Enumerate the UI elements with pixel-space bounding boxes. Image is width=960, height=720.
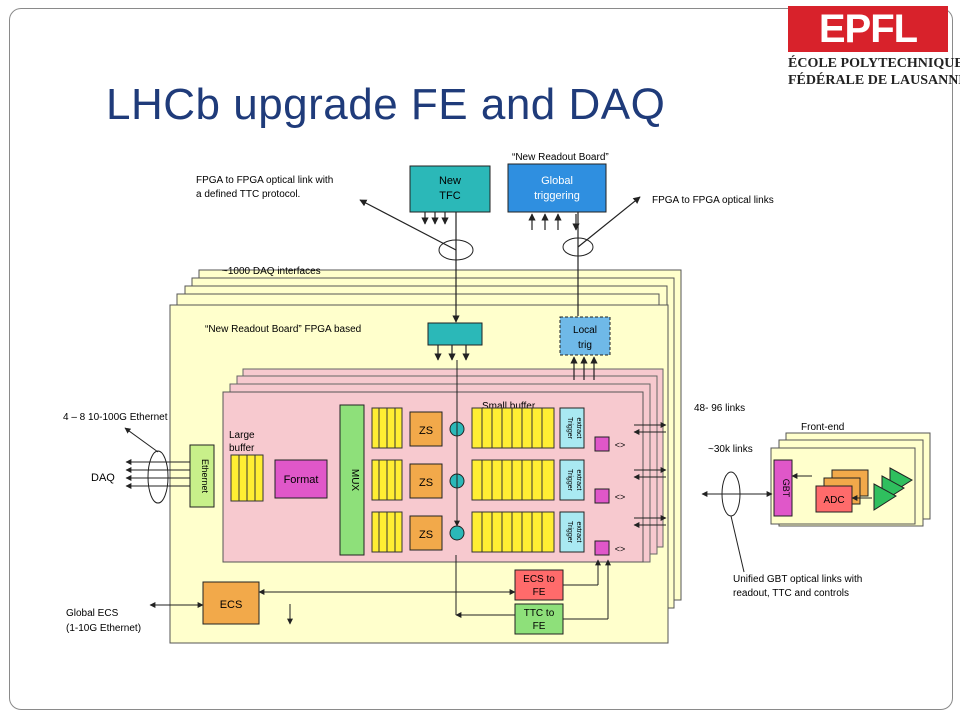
epfl-logo-line2: FÉDÉRALE DE LAUSANNE bbox=[788, 73, 960, 88]
amplifier-triangles bbox=[873, 467, 913, 511]
global-ecs-label-1: Global ECS bbox=[66, 608, 119, 619]
epfl-logo-mark: EPFL bbox=[788, 6, 948, 52]
trigger-extract-label-2a: Trigger bbox=[566, 469, 573, 492]
trigger-extract-label-3b: extract bbox=[575, 521, 582, 542]
front-end-stack bbox=[770, 432, 931, 527]
top-block-arrows bbox=[421, 212, 580, 231]
daq-interfaces-label: ~1000 DAQ interfaces bbox=[222, 266, 321, 277]
daq-fiber-ellipse bbox=[147, 450, 169, 504]
zs-label-2: ZS bbox=[419, 477, 433, 489]
large-buffer-label-2: buffer bbox=[229, 443, 255, 454]
large-buffer-label-1: Large bbox=[229, 430, 255, 441]
links-48-96-label: 48- 96 links bbox=[694, 403, 745, 414]
front-end-label: Front-end bbox=[801, 422, 844, 433]
links-30k-label: ~30k links bbox=[708, 444, 753, 455]
ethernet-speed-label: 4 – 8 10-100G Ethernet bbox=[63, 412, 168, 423]
global-triggering-label-1: Global bbox=[541, 175, 573, 187]
local-trig-label-2: trig bbox=[578, 340, 592, 351]
local-trig-label-1: Local bbox=[573, 325, 597, 336]
ecs-label: ECS bbox=[220, 599, 243, 611]
processing-row-3 bbox=[371, 511, 555, 553]
global-ecs-label-2: (1-10G Ethernet) bbox=[66, 623, 141, 634]
gbt-link-connectors: <> <> <> bbox=[594, 436, 626, 556]
gbt-callout-line bbox=[730, 515, 745, 573]
trigger-extract-label-1a: Trigger bbox=[566, 417, 573, 440]
unified-gbt-label-2: readout, TTC and controls bbox=[733, 588, 849, 599]
readout-board-fpga-label: “New Readout Board” FPGA based bbox=[205, 324, 361, 335]
small-buffer-dividers bbox=[481, 408, 543, 552]
gbt-label: GBT bbox=[781, 479, 791, 498]
trigger-extract-blocks bbox=[559, 407, 585, 553]
trigger-extract-label-1b: extract bbox=[575, 417, 582, 438]
local-trig-arrows bbox=[570, 356, 598, 380]
fpga-links-label: FPGA to FPGA optical links bbox=[652, 195, 774, 206]
slide-title: LHCb upgrade FE and DAQ bbox=[106, 80, 666, 129]
local-trig-block bbox=[559, 316, 611, 356]
zs-label-1: ZS bbox=[419, 425, 433, 437]
vertical-links bbox=[359, 196, 641, 323]
daq-links bbox=[124, 427, 190, 489]
format-block bbox=[274, 459, 328, 499]
processing-row-1 bbox=[371, 407, 555, 449]
large-buffer bbox=[230, 454, 264, 502]
new-readout-board-label: “New Readout Board” bbox=[512, 152, 609, 163]
ttc-to-fe-label-2: FE bbox=[533, 621, 546, 632]
ecs-links bbox=[258, 555, 611, 625]
adc-label: ADC bbox=[823, 495, 844, 506]
ecs-to-fe-label-2: FE bbox=[533, 587, 546, 598]
small-buffer-label: Small buffer bbox=[482, 401, 536, 412]
adc-block bbox=[815, 485, 853, 513]
ethernet-label: Ethernet bbox=[200, 459, 210, 494]
ttc-distribution-arrows bbox=[434, 345, 470, 361]
epfl-logo-line1: ÉCOLE POLYTECHNIQUE bbox=[788, 56, 960, 71]
global-triggering-block bbox=[507, 163, 607, 213]
gbt-block bbox=[773, 459, 793, 517]
epfl-logo: EPFL ÉCOLE POLYTECHNIQUE FÉDÉRALE DE LAU… bbox=[786, 6, 960, 96]
daq-label: DAQ bbox=[91, 472, 115, 484]
new-tfc-block bbox=[409, 165, 491, 213]
ttc-to-fe-label-1: TTC to bbox=[524, 608, 555, 619]
trigger-extract-label-2b: extract bbox=[575, 469, 582, 490]
svg-text:<>: <> bbox=[615, 544, 626, 554]
mux-block bbox=[339, 404, 365, 556]
fpga-link-defined-label-2: a defined TTC protocol. bbox=[196, 189, 300, 200]
ethernet-block bbox=[189, 444, 215, 508]
format-label: Format bbox=[284, 474, 319, 486]
ttc-distribution-block bbox=[427, 322, 483, 346]
front-end-internal-arrows bbox=[791, 473, 872, 501]
svg-text:<>: <> bbox=[615, 440, 626, 450]
zs-block-2 bbox=[409, 463, 443, 499]
fpga-link-defined-label-1: FPGA to FPGA optical link with bbox=[196, 175, 333, 186]
link-arrows-right bbox=[633, 422, 667, 528]
svg-text:<>: <> bbox=[615, 492, 626, 502]
new-tfc-label-2: TFC bbox=[439, 190, 460, 202]
trigger-extract-label-3a: Trigger bbox=[566, 521, 573, 544]
zs-block-3 bbox=[409, 515, 443, 551]
unified-gbt-label-1: Unified GBT optical links with bbox=[733, 574, 862, 585]
zs-label-3: ZS bbox=[419, 529, 433, 541]
ecs-to-fe-label-1: ECS to bbox=[523, 574, 555, 585]
mux-label: MUX bbox=[349, 469, 360, 492]
new-tfc-label-1: New bbox=[439, 175, 461, 187]
ttc-to-fe-block bbox=[514, 603, 564, 635]
global-triggering-label-2: triggering bbox=[534, 190, 580, 202]
processing-row-2 bbox=[371, 459, 555, 501]
ecs-to-fe-block bbox=[514, 569, 564, 601]
zs-block-1 bbox=[409, 411, 443, 447]
